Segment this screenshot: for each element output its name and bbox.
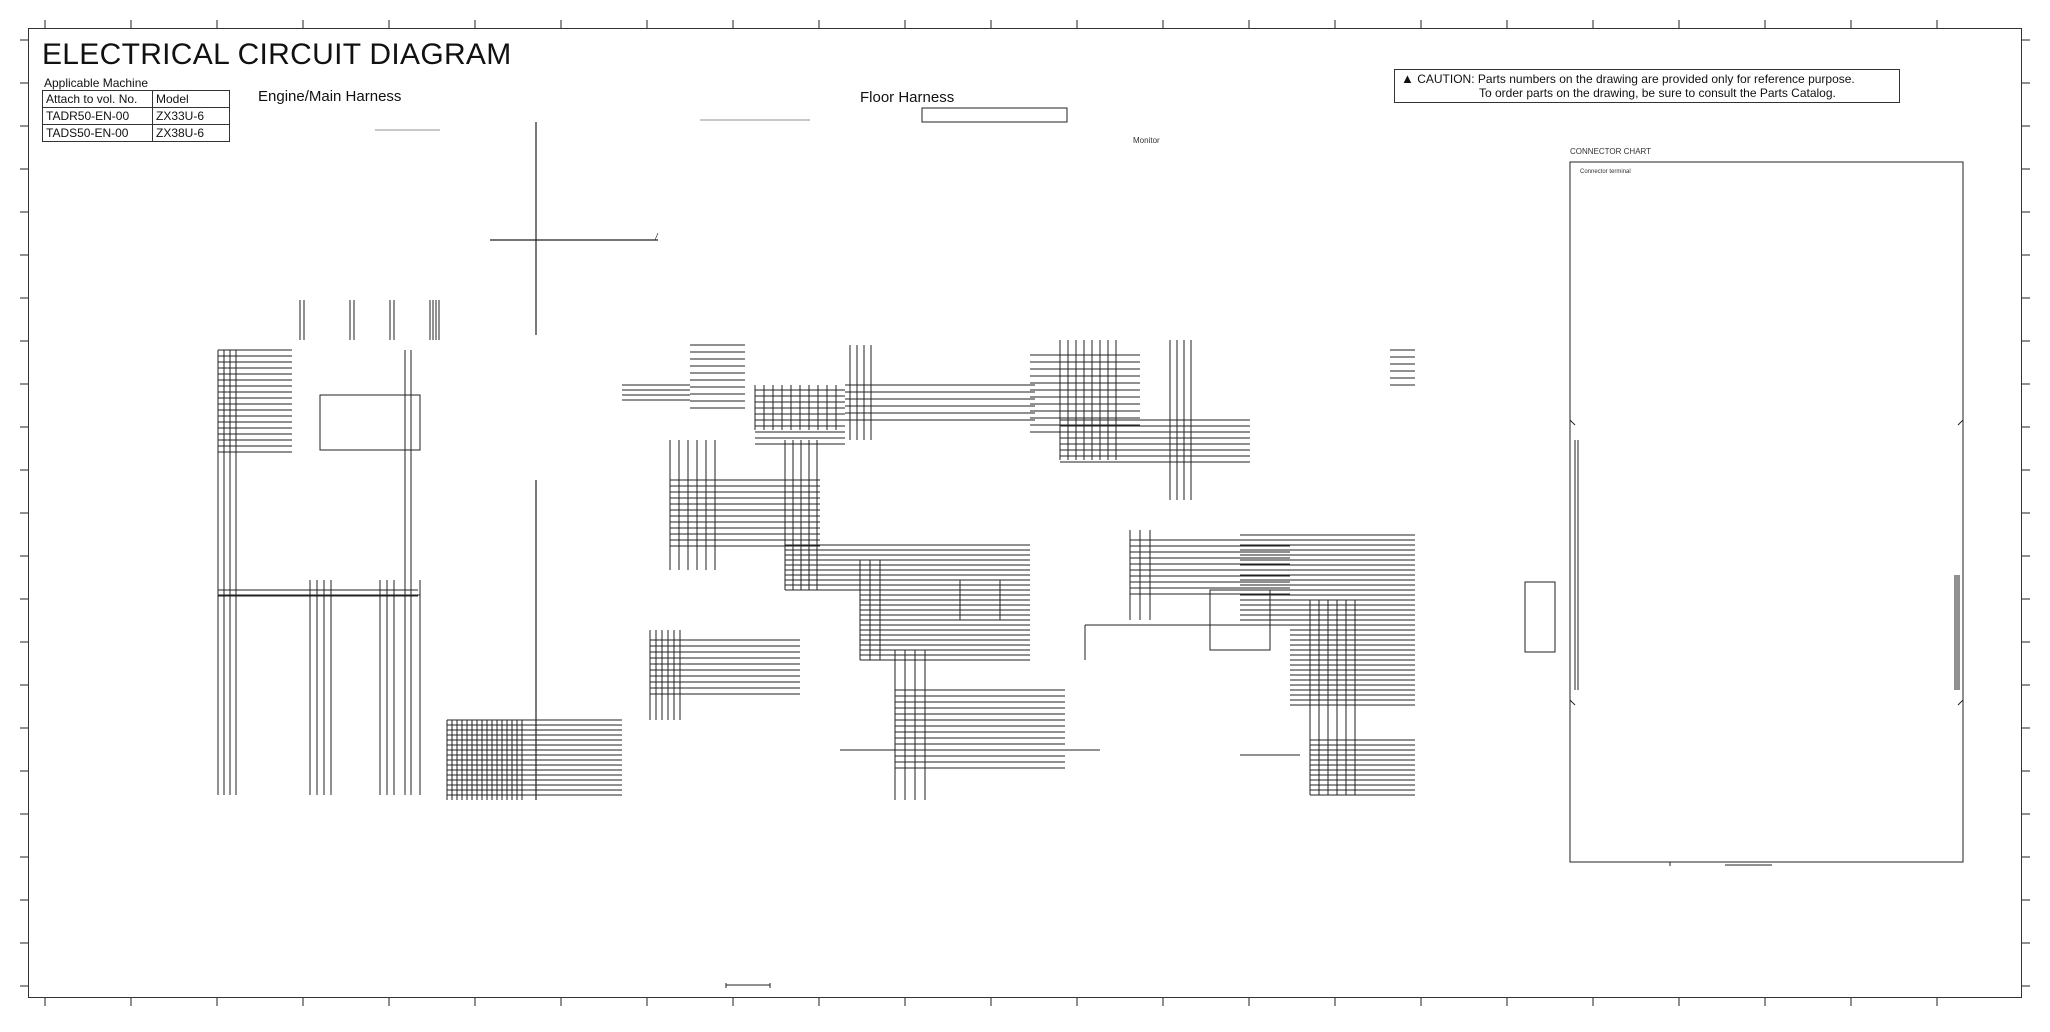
- table-cell: ZX38U-6: [152, 124, 230, 142]
- engine-harness-heading: Engine/Main Harness: [258, 88, 402, 105]
- page-title: ELECTRICAL CIRCUIT DIAGRAM: [42, 38, 512, 71]
- caution-line-1: CAUTION: Parts numbers on the drawing ar…: [1417, 72, 1855, 86]
- table-header-cell: Attach to vol. No.: [42, 90, 153, 108]
- applicable-machine-label: Applicable Machine: [44, 76, 149, 90]
- monitor-label: Monitor: [1133, 136, 1160, 145]
- connector-terminal-label: Connector terminal: [1580, 169, 1631, 175]
- table-row: TADR50-EN-00 ZX33U-6: [42, 107, 230, 125]
- wire-line: [1569, 699, 1576, 706]
- table-cell: ZX33U-6: [152, 107, 230, 125]
- connector-block: [319, 394, 421, 451]
- warning-triangle-icon: ▲: [1401, 71, 1414, 86]
- floor-harness-heading: Floor Harness: [860, 89, 955, 106]
- connector-chart-panel: [1569, 161, 1964, 863]
- table-header-cell: Model: [152, 90, 230, 108]
- connector-block: [921, 107, 1068, 123]
- connector-block: [959, 579, 1001, 621]
- table-row: TADS50-EN-00 ZX38U-6: [42, 124, 230, 142]
- connector-block: [1209, 589, 1271, 651]
- drawing-frame: [28, 28, 2022, 998]
- applicable-machine-table: Attach to vol. No. Model TADR50-EN-00 ZX…: [42, 90, 230, 142]
- table-cell: TADS50-EN-00: [42, 124, 153, 142]
- wire-line: [1957, 419, 1964, 426]
- caution-line-2: To order parts on the drawing, be sure t…: [1479, 86, 1836, 100]
- table-header-row: Attach to vol. No. Model: [42, 90, 230, 108]
- wire-line: [1957, 699, 1964, 706]
- wire-line: [654, 232, 659, 241]
- connector-chart-label: CONNECTOR CHART: [1570, 147, 1652, 156]
- connector-block: [1524, 581, 1556, 653]
- wire-line: [1569, 419, 1576, 426]
- caution-notice: ▲ CAUTION: Parts numbers on the drawing …: [1394, 69, 1900, 103]
